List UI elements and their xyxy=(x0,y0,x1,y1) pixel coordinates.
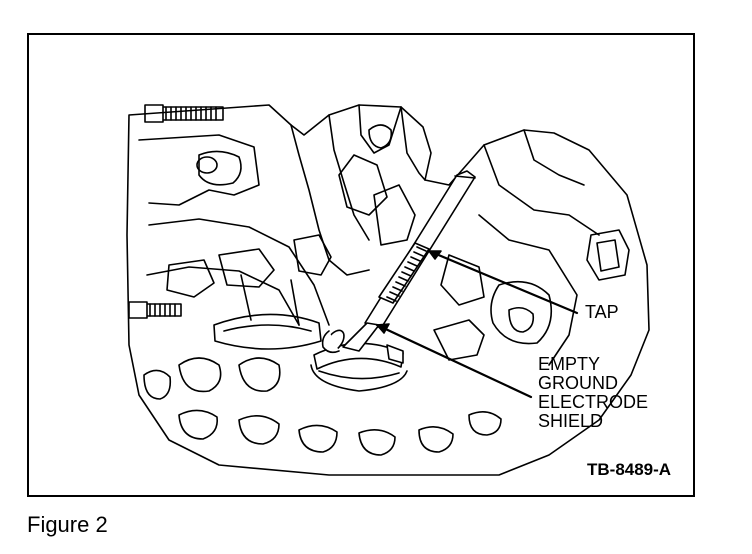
leader-lines xyxy=(375,249,579,399)
cylinder-head-body xyxy=(126,104,650,476)
shield-label-line: EMPTY xyxy=(538,354,601,374)
shield-label-line: GROUND xyxy=(538,373,618,393)
stud-lower xyxy=(128,301,182,319)
tap-tool xyxy=(321,170,476,354)
figure-id: TB-8489-A xyxy=(587,460,672,479)
shield-label-line: SHIELD xyxy=(538,411,604,431)
plug-well-left xyxy=(213,274,322,350)
shield-callout-label: EMPTY GROUND ELECTRODE SHIELD xyxy=(538,355,648,431)
tap-callout-label: TAP xyxy=(585,302,619,322)
shield-label-line: ELECTRODE xyxy=(538,392,649,412)
cylinder-head-illustration xyxy=(126,104,650,476)
figure-frame: TAP EMPTY GROUND ELECTRODE SHIELD TB-848… xyxy=(27,33,695,497)
figure-caption: Figure 2 xyxy=(27,512,108,537)
port-openings xyxy=(143,357,502,456)
